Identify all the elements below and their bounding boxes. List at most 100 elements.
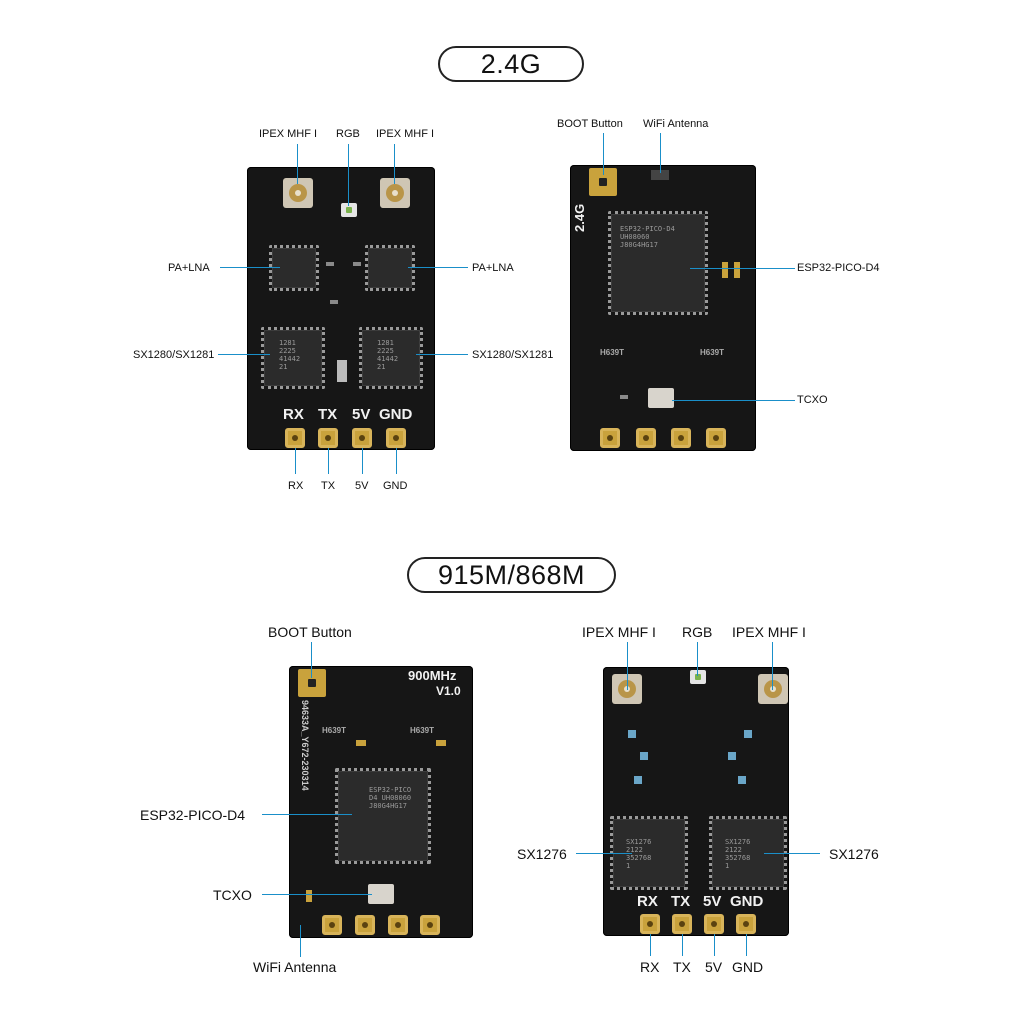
- esp32-chip: ESP32-PICO-D4 UH08060 J80G4HG17: [608, 211, 708, 315]
- label-tcxo: TCXO: [213, 887, 252, 903]
- silk-serial: 94633A_Y672-230314: [300, 700, 310, 791]
- pad-2: [636, 428, 656, 448]
- leader-line: [295, 448, 296, 474]
- leader-line: [603, 133, 604, 175]
- leader-line: [714, 934, 715, 956]
- silk-h639t-left: H639T: [600, 348, 625, 357]
- label-ipex-right: IPEX MHF I: [376, 128, 435, 140]
- chip-marking: ESP32-PICO-D4 UH08060 J80G4HG17: [620, 225, 675, 249]
- boot-button: [298, 669, 326, 697]
- label-sx-left: SX1280/SX1281: [133, 349, 215, 361]
- leader-line: [262, 814, 352, 815]
- pad-4: [706, 428, 726, 448]
- leader-line: [348, 144, 349, 206]
- silk-tx: TX: [318, 406, 338, 423]
- pad-1: [600, 428, 620, 448]
- leader-line: [690, 268, 795, 269]
- label-esp32: ESP32-PICO-D4: [797, 262, 880, 274]
- tcxo-crystal: [648, 388, 674, 408]
- pad-5v: [704, 914, 724, 934]
- chip-marking: SX1276 2122 352768 1: [626, 838, 652, 870]
- ipex-connector-right: [380, 178, 410, 208]
- label-ipex-left: IPEX MHF I: [259, 128, 318, 140]
- ipex-connector-right: [758, 674, 788, 704]
- smd-component: [353, 262, 361, 266]
- silk-5v: 5V: [703, 893, 722, 910]
- leader-line: [772, 642, 773, 690]
- smd-component: [738, 776, 746, 784]
- silk-gnd: GND: [379, 406, 413, 423]
- leader-line: [311, 642, 312, 678]
- leader-line: [660, 133, 661, 173]
- label-pin-rx: RX: [288, 480, 304, 492]
- leader-line: [672, 400, 795, 401]
- smd-component: [728, 752, 736, 760]
- smd-component: [436, 740, 446, 746]
- label-pin-5v: 5V: [705, 959, 723, 975]
- silk-h639t-right: H639T: [700, 348, 725, 357]
- pad-3: [388, 915, 408, 935]
- silk-tx: TX: [671, 893, 691, 910]
- chip-marking: ESP32-PICO D4 UH08060 J80G4HG17: [369, 786, 412, 810]
- sx1280-chip-left: 1281 2225 41442 21: [261, 327, 325, 389]
- label-pin-5v: 5V: [355, 480, 369, 492]
- rgb-led: [341, 203, 357, 217]
- silk-band: 2.4G: [572, 203, 587, 232]
- pad-2: [355, 915, 375, 935]
- label-esp32: ESP32-PICO-D4: [140, 807, 246, 823]
- leader-line: [650, 934, 651, 956]
- smd-component: [744, 730, 752, 738]
- pa-lna-chip-right: [365, 245, 415, 291]
- label-rgb: RGB: [682, 624, 713, 640]
- label-pin-gnd: GND: [383, 480, 408, 492]
- leader-line: [300, 925, 301, 957]
- silk-rx: RX: [637, 893, 658, 910]
- label-boot-button: BOOT Button: [557, 118, 623, 130]
- leader-line: [408, 267, 468, 268]
- smd-component: [306, 890, 312, 902]
- silk-rx: RX: [283, 406, 304, 423]
- pad-4: [420, 915, 440, 935]
- label-pin-gnd: GND: [732, 959, 764, 975]
- section-title-2-4g: 2.4G: [438, 46, 584, 82]
- smd-component: [634, 776, 642, 784]
- smd-component: [734, 262, 740, 278]
- leader-line: [746, 934, 747, 956]
- wifi-antenna-trace: [651, 170, 669, 180]
- sx1280-chip-right: 1281 2225 41442 21: [359, 327, 423, 389]
- silk-900mhz: 900MHz: [408, 668, 457, 683]
- ipex-connector-left: [283, 178, 313, 208]
- silk-h639t-right: H639T: [410, 726, 435, 735]
- pcb-board4: [603, 667, 789, 936]
- pad-tx: [672, 914, 692, 934]
- leader-line: [362, 448, 363, 474]
- pad-gnd: [386, 428, 406, 448]
- smd-component: [326, 262, 334, 266]
- label-tcxo: TCXO: [797, 394, 828, 406]
- label-ipex-left: IPEX MHF I: [582, 624, 656, 640]
- leader-line: [697, 642, 698, 676]
- leader-line: [218, 354, 270, 355]
- pa-lna-chip-left: [269, 245, 319, 291]
- label-sx1276-left: SX1276: [517, 846, 567, 862]
- chip-marking: SX1276 2122 352768 1: [725, 838, 751, 870]
- leader-line: [394, 144, 395, 184]
- label-pin-tx: TX: [321, 480, 336, 492]
- smd-component: [722, 262, 728, 278]
- pad-rx: [640, 914, 660, 934]
- section-title-915m-868m: 915M/868M: [407, 557, 616, 593]
- pad-3: [671, 428, 691, 448]
- label-rgb: RGB: [336, 128, 360, 140]
- leader-line: [262, 894, 372, 895]
- label-wifi-antenna: WiFi Antenna: [643, 118, 709, 130]
- pad-1: [322, 915, 342, 935]
- smd-component: [330, 300, 338, 304]
- label-sx1276-right: SX1276: [829, 846, 879, 862]
- silk-version: V1.0: [436, 684, 461, 698]
- smd-component: [620, 395, 628, 399]
- pad-tx: [318, 428, 338, 448]
- chip-marking: 1281 2225 41442 21: [377, 339, 399, 371]
- label-boot-button: BOOT Button: [268, 624, 352, 640]
- label-ipex-right: IPEX MHF I: [732, 624, 806, 640]
- smd-component: [640, 752, 648, 760]
